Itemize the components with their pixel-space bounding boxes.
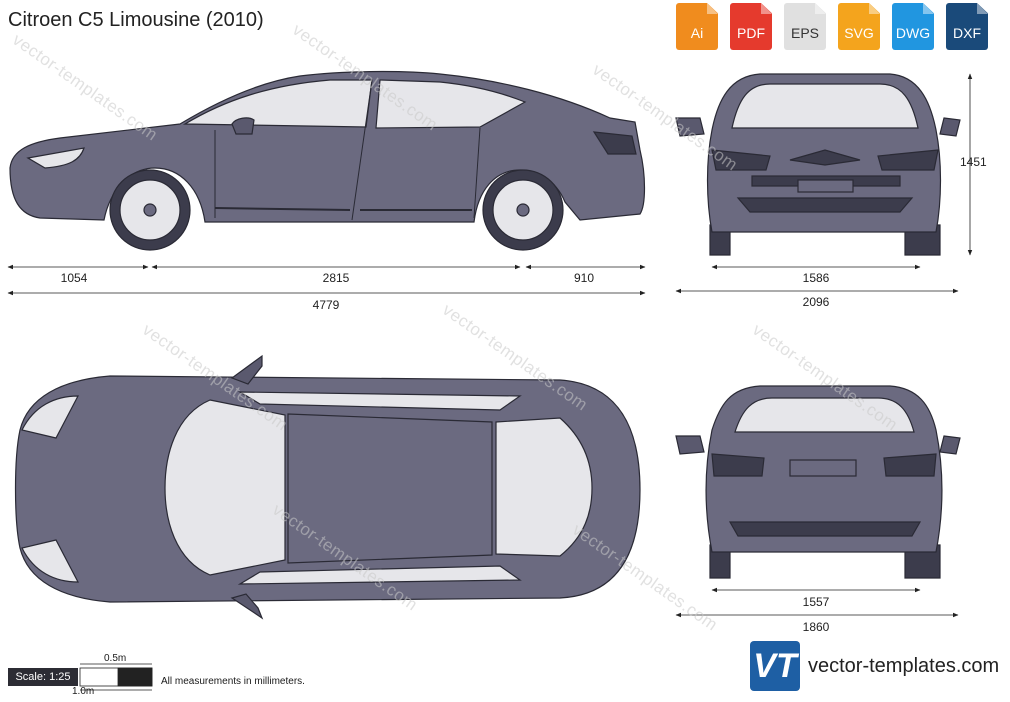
front-view [675,73,961,256]
side-window-rear [375,79,527,129]
side-view [9,70,646,251]
file-icon [892,3,934,50]
top-side-window-upper [237,391,522,411]
dim-wheelbase: 2815 [322,271,350,285]
dim-rear-overhang: 910 [573,271,595,285]
dim-height: 1451 [960,155,987,169]
front-headlight-right [877,149,939,171]
top-view [14,354,641,620]
file-icon [784,3,826,50]
front-mirror-right [939,117,961,137]
format-ai-button[interactable]: Ai [676,3,718,50]
dim-width: 1860 [802,620,830,634]
file-icon [730,3,772,50]
rear-taillight-left [711,453,765,477]
format-dxf-button[interactable]: DXF [946,3,988,50]
front-windshield [731,83,919,129]
side-mirror [231,117,255,135]
page-title: Citroen C5 Limousine (2010) [8,9,264,31]
front-mirror-left [675,117,705,137]
format-label: SVG [844,25,874,41]
rear-window [734,397,915,433]
scale-full-label: 1.0m [72,686,95,697]
site-link[interactable]: vector-templates.com [808,655,1000,677]
dim-width-mirrors: 2096 [802,295,830,309]
scale-bar [79,663,153,691]
dim-length: 4779 [312,298,340,312]
rear-view [675,385,961,579]
top-windshield [164,399,286,576]
top-mirror-lower [230,593,264,620]
scale-label: Scale: 1:25 [8,668,78,686]
vt-logo-icon: VT [750,641,800,691]
file-icon [946,3,988,50]
measurement-note: All measurements in millimeters. [161,676,305,687]
format-svg-button[interactable]: SVG [838,3,880,50]
format-label: DXF [953,25,981,41]
dim-front-track: 1586 [802,271,830,285]
format-pdf-button[interactable]: PDF [730,3,772,50]
format-dwg-button[interactable]: DWG [892,3,934,50]
top-side-window-lower [237,565,522,585]
format-label: PDF [737,25,765,41]
side-taillight [592,131,637,155]
rear-taillight-right [883,453,937,477]
front-headlight-left [711,149,771,171]
dim-front-overhang: 1054 [60,271,88,285]
side-headlight [26,147,85,169]
top-roof [287,413,493,564]
file-icon [676,3,718,50]
format-label: DWG [895,25,931,41]
format-eps-button[interactable]: EPS [784,3,826,50]
file-icon [838,3,880,50]
format-label: EPS [790,25,819,41]
format-label: Ai [690,25,704,41]
side-window-front [182,79,373,128]
dim-rear-track: 1557 [802,595,830,609]
scale-half-label: 0.5m [104,653,127,664]
top-mirror-upper [230,354,263,385]
top-rear-window [495,417,593,557]
